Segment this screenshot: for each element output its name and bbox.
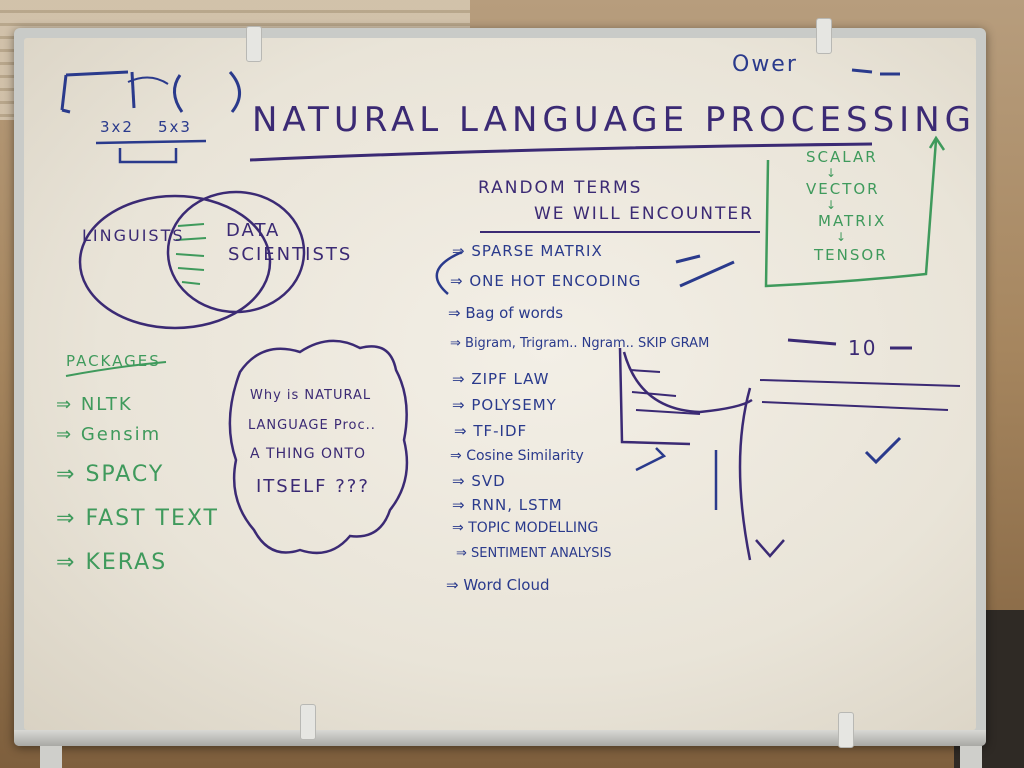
term-item: ⇒ Bigram, Trigram.. Ngram.. SKIP GRAM [450,336,710,351]
term-item: ⇒ Cosine Similarity [450,448,584,464]
board-clip-top-right [816,18,832,54]
term-label: TF-IDF [473,422,528,440]
term-label: Bigram, Trigram.. Ngram.. SKIP GRAM [465,336,710,351]
term-item: ⇒ TOPIC MODELLING [452,520,599,536]
package-label: KERAS [85,550,168,575]
venn-label-data: DATA [226,220,281,241]
down-arrow-icon: ↓ [826,166,837,180]
hierarchy-tensor: TENSOR [814,246,888,264]
board-clip-bottom-left [300,704,316,740]
board-leg-left [40,746,62,768]
term-item: ⇒ ZIPF LAW [452,370,550,388]
term-label: Bag of words [465,304,564,322]
term-label: SVD [471,472,506,490]
board-clip-top-left [246,26,262,62]
hierarchy-matrix: MATRIX [818,212,887,230]
term-label: SENTIMENT ANALYSIS [471,546,612,561]
hierarchy-vector: VECTOR [806,180,880,198]
package-label: FAST TEXT [85,506,219,531]
terms-subtitle: WE WILL ENCOUNTER [534,204,754,224]
term-label: POLYSEMY [471,396,557,414]
term-label: ZIPF LAW [471,370,550,388]
board-leg-right [960,746,982,768]
whiteboard-surface [24,38,976,730]
term-item: ⇒ POLYSEMY [452,396,557,414]
term-label: ONE HOT ENCODING [469,272,642,290]
package-item: ⇒ KERAS [56,550,168,575]
question-line: LANGUAGE Proc.. [248,418,376,433]
term-item: ⇒ ONE HOT ENCODING [450,272,642,290]
term-item: ⇒ RNN, LSTM [452,496,563,514]
right-scribble-number: 10 [848,336,878,360]
term-item: ⇒ Word Cloud [446,576,550,594]
down-arrow-icon: ↓ [826,198,837,212]
hierarchy-scalar: SCALAR [806,148,878,166]
package-item: ⇒ SPACY [56,462,165,487]
question-line: A THING ONTO [250,446,367,462]
term-label: Cosine Similarity [466,448,584,464]
terms-title: RANDOM TERMS [478,178,643,198]
package-item: ⇒ FAST TEXT [56,506,219,531]
matrix-label-left: 3x2 [100,118,134,136]
package-item: ⇒ NLTK [56,394,133,415]
term-item: ⇒ SVD [452,472,506,490]
marker-tray [14,730,986,746]
package-label: NLTK [80,394,133,415]
page-title: NATURAL LANGUAGE PROCESSING [252,100,976,140]
packages-title: PACKAGES [66,352,161,370]
matrix-label-right: 5x3 [158,118,192,136]
term-item: ⇒ Bag of words [448,304,564,322]
down-arrow-icon: ↓ [836,230,847,244]
board-clip-bottom-right [838,712,854,748]
venn-label-scientists: SCIENTISTS [228,244,353,265]
term-item: ⇒ TF-IDF [454,422,528,440]
package-label: Gensim [80,424,162,445]
package-item: ⇒ Gensim [56,424,162,445]
question-line: ITSELF ??? [256,476,370,497]
term-label: Word Cloud [463,576,550,594]
venn-label-linguists: LINGUISTS [82,226,185,245]
corner-note: Ower [732,52,798,77]
term-label: SPARSE MATRIX [471,242,603,260]
question-line: Why is NATURAL [250,388,372,403]
term-item: ⇒ SPARSE MATRIX [452,242,603,260]
package-label: SPACY [85,462,165,487]
term-label: TOPIC MODELLING [468,520,599,536]
term-label: RNN, LSTM [471,496,563,514]
term-item: ⇒ SENTIMENT ANALYSIS [456,546,612,561]
